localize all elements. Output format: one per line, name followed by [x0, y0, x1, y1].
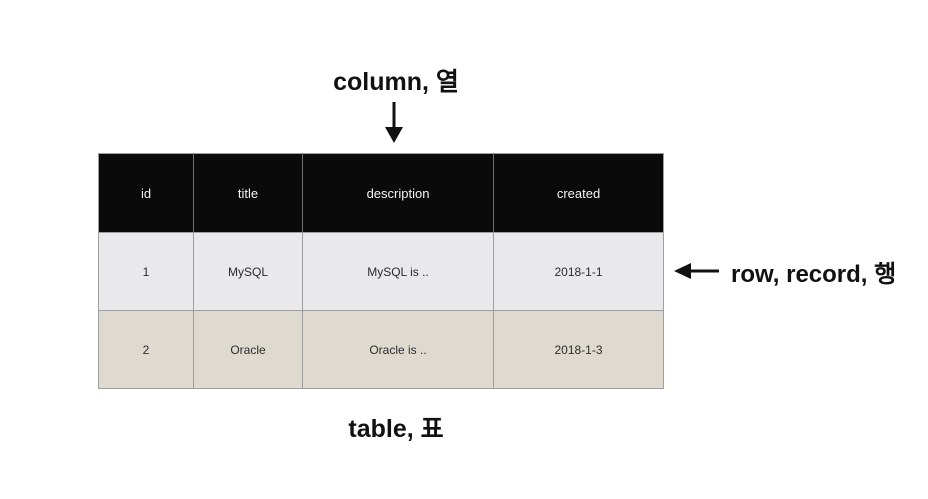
- table-row: 2 Oracle Oracle is .. 2018-1-3: [98, 310, 664, 389]
- cell-title: Oracle: [193, 310, 303, 389]
- column-header-id: id: [98, 153, 194, 233]
- cell-description: Oracle is ..: [302, 310, 494, 389]
- column-header-created: created: [493, 153, 664, 233]
- cell-created: 2018-1-1: [493, 232, 664, 311]
- column-label: column, 열: [333, 68, 459, 96]
- database-table: id title description created 1 MySQL MyS…: [98, 153, 664, 389]
- table-row: 1 MySQL MySQL is .. 2018-1-1: [98, 232, 664, 311]
- column-header-title: title: [193, 153, 303, 233]
- table-header-row: id title description created: [98, 153, 664, 233]
- cell-title: MySQL: [193, 232, 303, 311]
- row-label: row, record, 행: [731, 260, 897, 288]
- cell-id: 2: [98, 310, 194, 389]
- column-header-description: description: [302, 153, 494, 233]
- cell-id: 1: [98, 232, 194, 311]
- table-label: table, 표: [348, 415, 444, 443]
- cell-description: MySQL is ..: [302, 232, 494, 311]
- cell-created: 2018-1-3: [493, 310, 664, 389]
- row-annotation: row, record, 행: [674, 253, 896, 289]
- down-arrow-icon: [385, 102, 403, 143]
- left-arrow-icon: [674, 263, 719, 279]
